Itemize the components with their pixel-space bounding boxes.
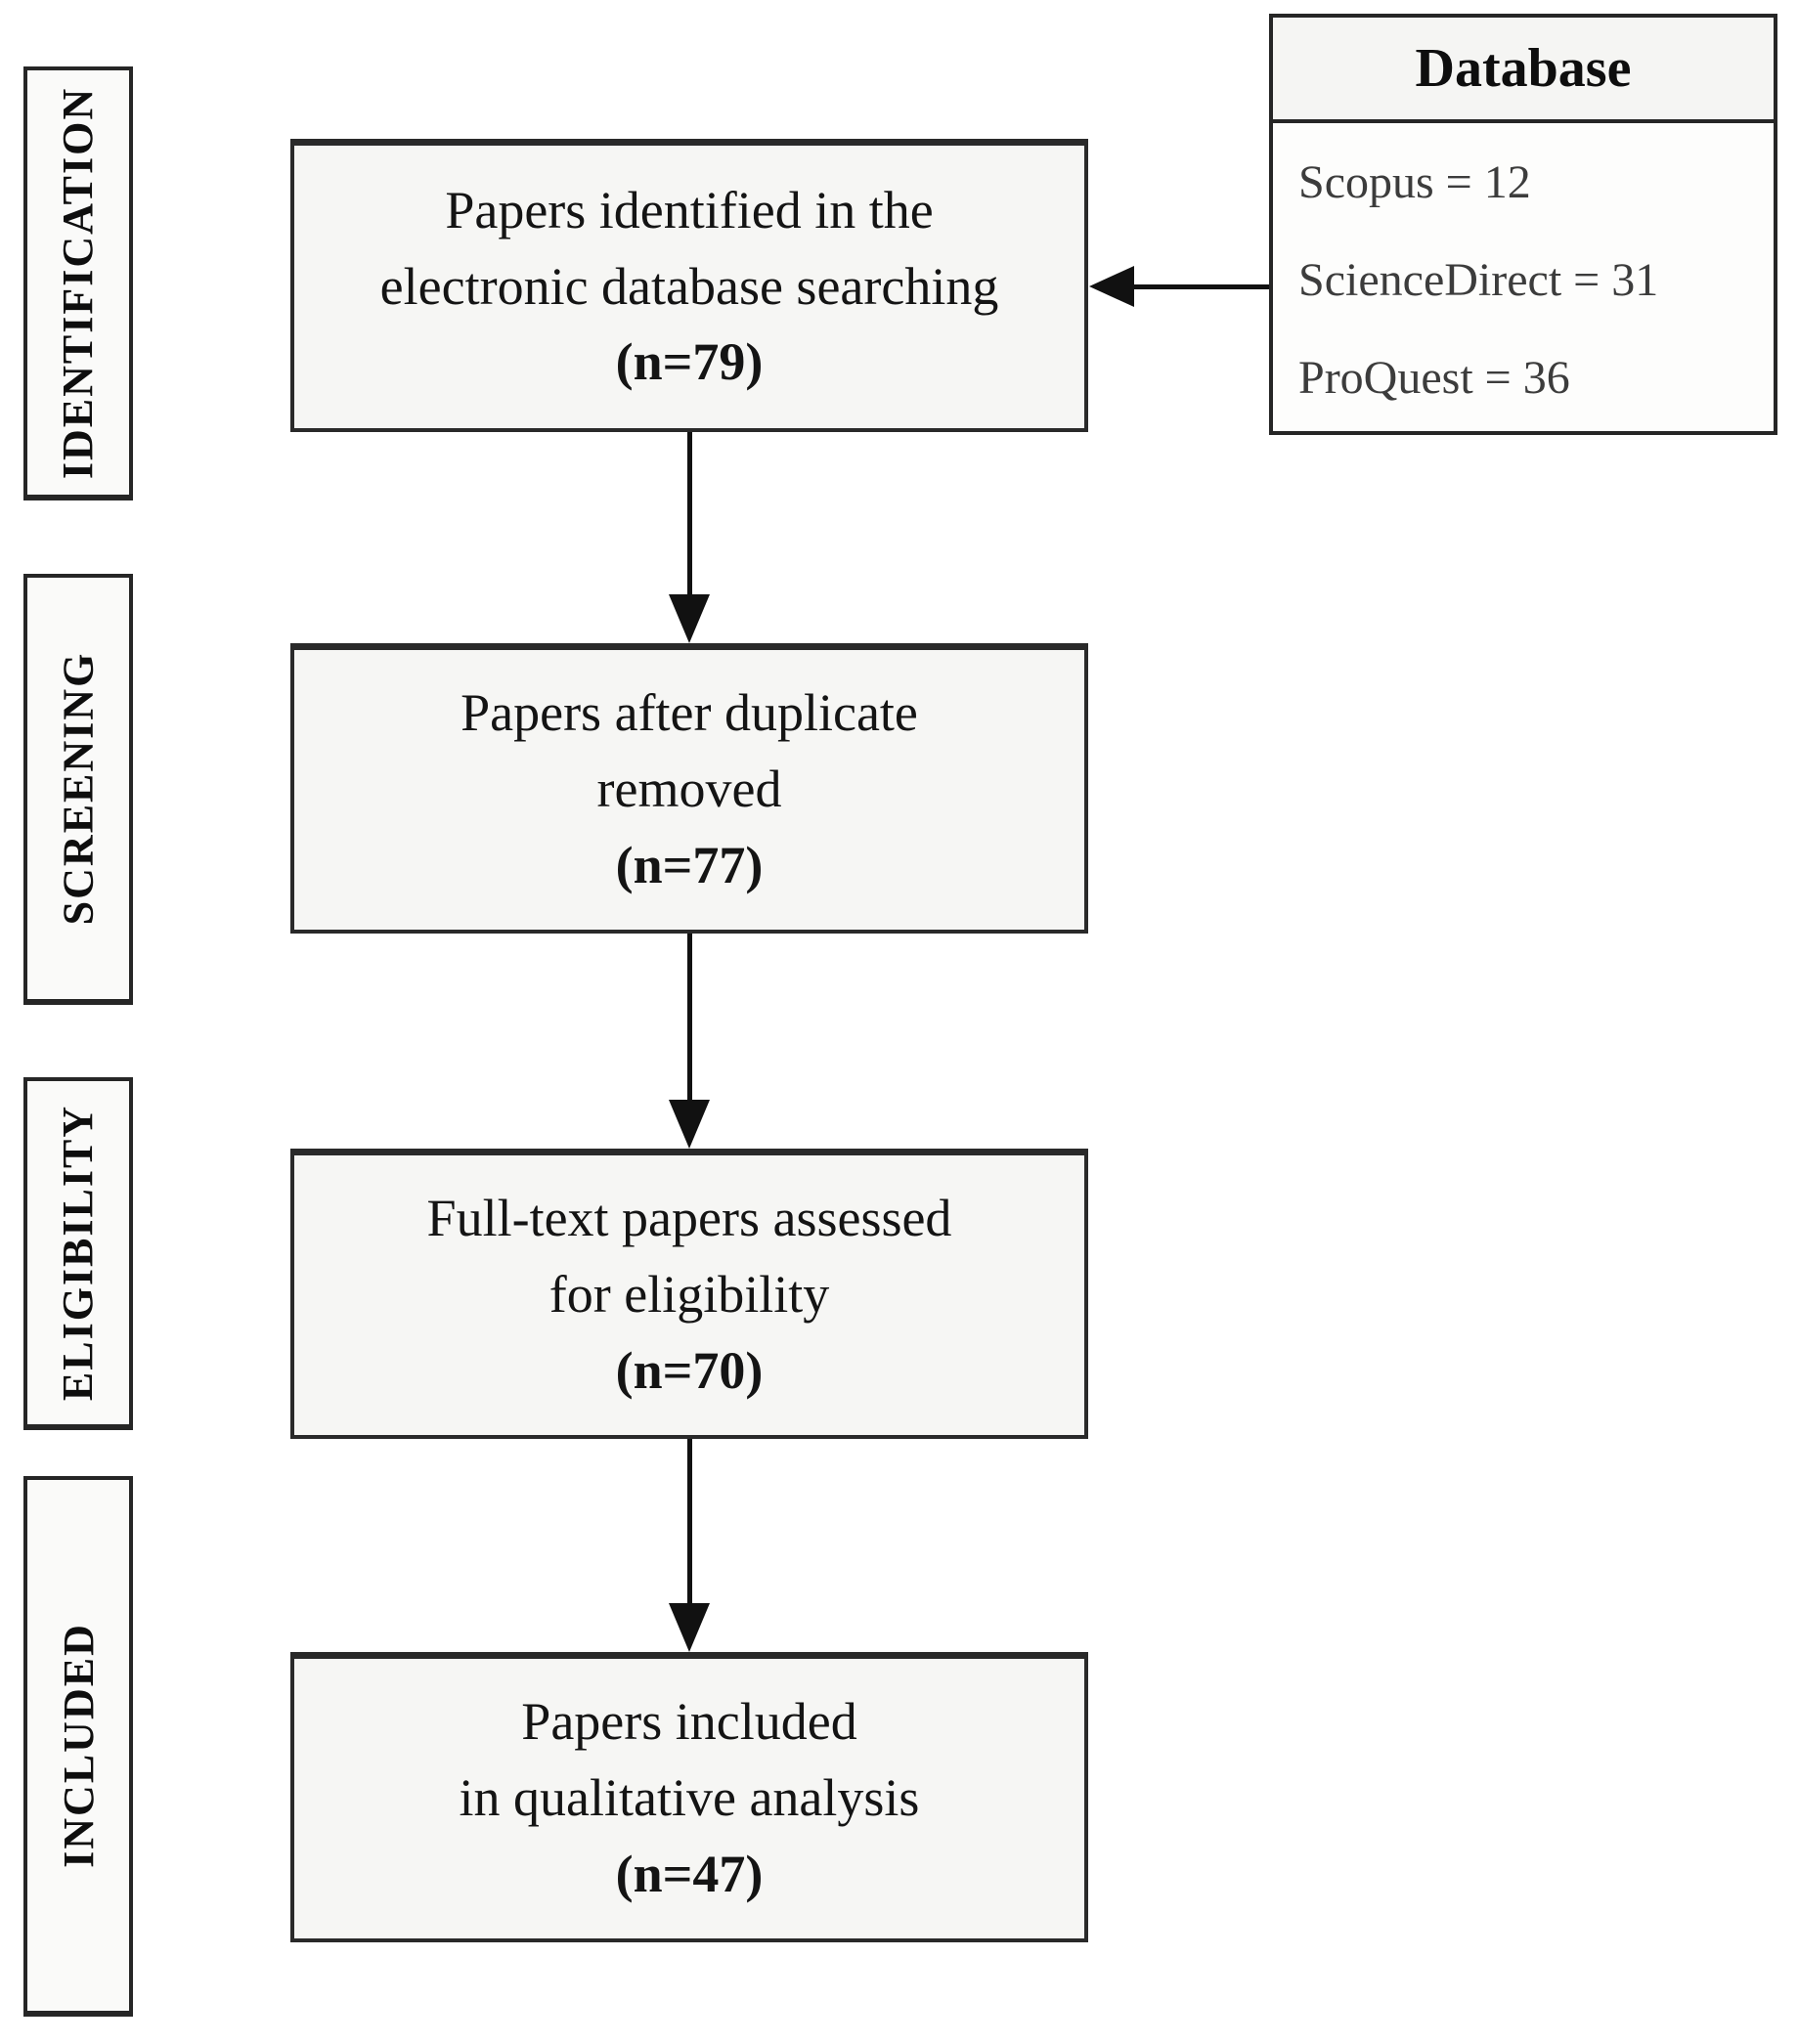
database-entry-sciencedirect: ScienceDirect = 31 (1298, 253, 1659, 306)
flow-box-text-line: Papers after duplicate (460, 683, 918, 743)
flow-arrow-down-2-head-icon (669, 1100, 710, 1149)
flow-box-count: (n=79) (615, 332, 764, 392)
flow-box-count: (n=70) (615, 1340, 764, 1400)
flow-box-text-line: electronic database searching (379, 256, 999, 316)
database-panel: Database Scopus = 12 ScienceDirect = 31 … (1269, 14, 1777, 435)
flow-arrow-down-3-head-icon (669, 1603, 710, 1652)
database-arrow-stem (1130, 284, 1269, 289)
sidebar-label-eligibility: ELIGIBILITY (23, 1077, 133, 1430)
flow-box-count: (n=47) (615, 1844, 764, 1903)
flow-box-count: (n=77) (615, 835, 764, 894)
flow-arrow-down-1-stem (687, 432, 692, 598)
database-panel-body: Scopus = 12 ScienceDirect = 31 ProQuest … (1273, 123, 1774, 431)
flow-box-fulltext-assessed: Full-text papers assessed for eligibilit… (290, 1149, 1088, 1439)
screening-label: SCREENING (54, 651, 103, 926)
flow-box-included-qualitative: Papers included in qualitative analysis … (290, 1652, 1088, 1942)
flow-box-text-line: for eligibility (548, 1265, 830, 1325)
flow-box-text-line: Papers identified in the (445, 180, 934, 239)
database-arrow-left-head-icon (1089, 266, 1134, 307)
database-panel-title: Database (1273, 18, 1774, 123)
flow-arrow-down-2-stem (687, 934, 692, 1104)
flow-box-identified: Papers identified in the electronic data… (290, 139, 1088, 432)
flow-box-duplicates-removed: Papers after duplicate removed (n=77) (290, 643, 1088, 934)
flow-box-text-line: Full-text papers assessed (426, 1189, 952, 1248)
sidebar-label-screening: SCREENING (23, 574, 133, 1005)
database-entry-proquest: ProQuest = 36 (1298, 352, 1570, 405)
sidebar-label-identification: IDENTIFICATION (23, 66, 133, 500)
flow-box-text-line: in qualitative analysis (459, 1768, 920, 1828)
eligibility-label: ELIGIBILITY (54, 1104, 103, 1402)
flow-arrow-down-1-head-icon (669, 594, 710, 643)
sidebar-label-included: INCLUDED (23, 1476, 133, 2017)
database-entry-scopus: Scopus = 12 (1298, 155, 1531, 208)
flow-box-text-line: removed (596, 760, 782, 819)
identification-label: IDENTIFICATION (54, 86, 103, 479)
flow-box-text-line: Papers included (521, 1692, 857, 1752)
flow-arrow-down-3-stem (687, 1439, 692, 1607)
included-label: INCLUDED (54, 1623, 103, 1868)
